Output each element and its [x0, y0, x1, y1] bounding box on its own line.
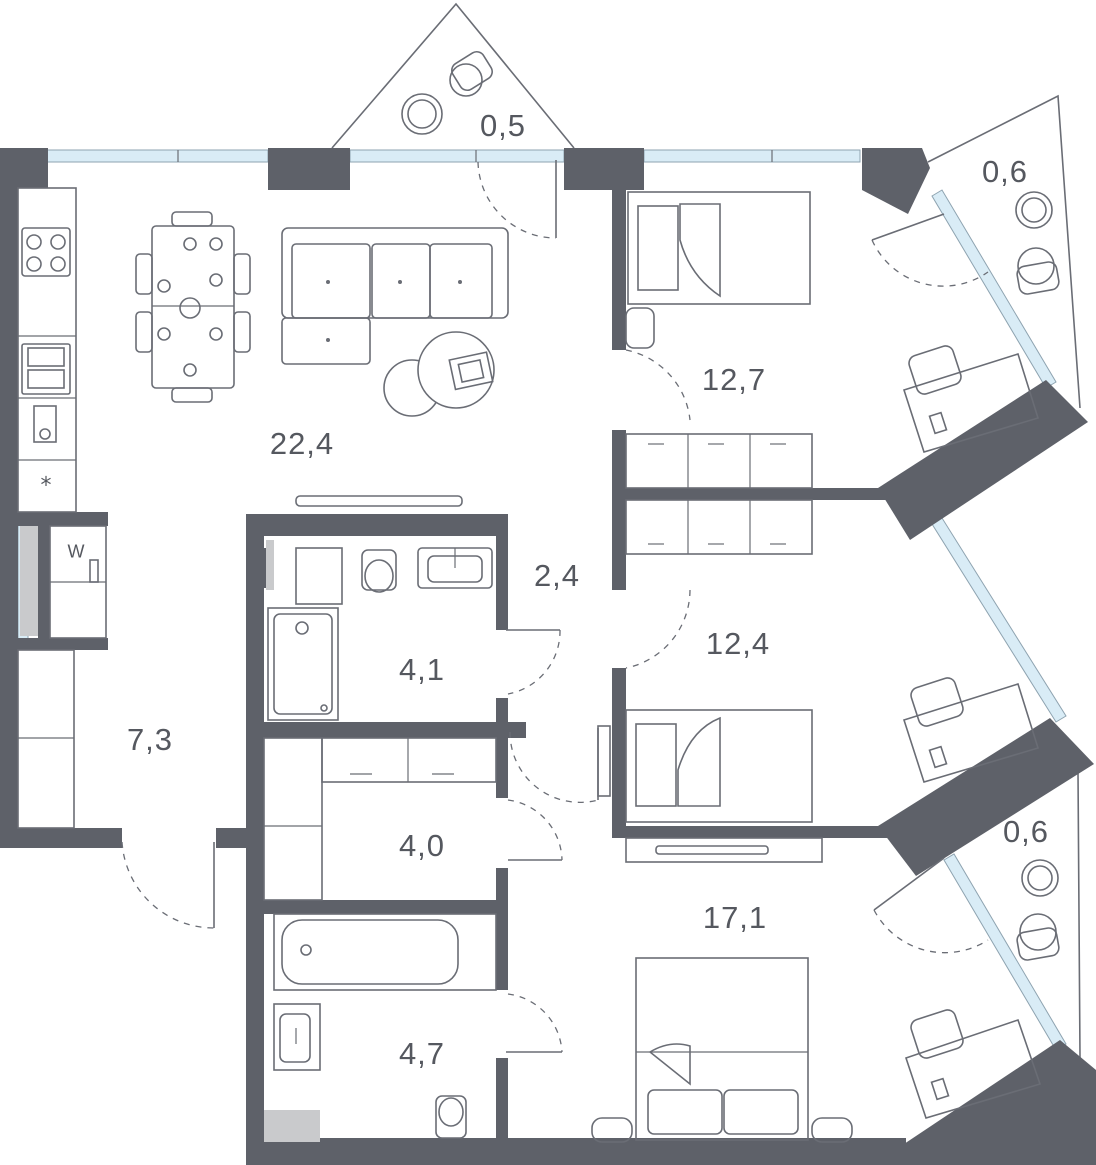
- desk-top: [902, 345, 1040, 453]
- tv-stand-bedroom: [625, 837, 823, 863]
- area-label-bathroom-bottom: 4,7: [398, 1036, 446, 1071]
- balcony-rt-furniture: [1015, 191, 1060, 295]
- bed-middle: [597, 709, 813, 823]
- area-label-corridor: 2,4: [533, 558, 581, 593]
- area-label-bedroom-middle: 12,4: [705, 626, 771, 661]
- balcony-top-furniture: [401, 50, 493, 135]
- bathroom-top-fixtures: [267, 547, 493, 721]
- washer-niche: [49, 525, 107, 639]
- area-label-balcony-right-bottom: 0,6: [1002, 814, 1050, 849]
- storage-shelves: [263, 737, 497, 901]
- hall-wardrobe: [17, 649, 75, 829]
- walls: [0, 148, 1096, 1165]
- wardrobe-middle: [625, 499, 813, 555]
- dining-table: [135, 211, 251, 403]
- area-label-bedroom-bottom: 17,1: [702, 900, 768, 935]
- area-label-hall: 7,3: [126, 722, 174, 757]
- bed-top: [625, 191, 811, 349]
- balcony-rb-furniture: [1016, 859, 1060, 961]
- area-label-living-kitchen: 22,4: [269, 426, 335, 461]
- area-label-bathroom-top: 4,1: [398, 652, 446, 687]
- wardrobe-top: [625, 433, 813, 489]
- sofa: [281, 227, 509, 417]
- bed-bottom: [591, 957, 853, 1143]
- windows: [17, 149, 1067, 1051]
- balcony-right-top: [927, 94, 1081, 409]
- balcony-top: [331, 2, 575, 149]
- area-label-bedroom-top: 12,7: [701, 362, 767, 397]
- washer-label: W: [67, 541, 85, 562]
- fridge-icon: *: [40, 473, 52, 499]
- area-label-balcony-top: 0,5: [479, 108, 527, 143]
- desk-bottom: [904, 1009, 1042, 1119]
- area-label-storage: 4,0: [398, 828, 446, 863]
- bathroom-bottom-fixtures: [273, 913, 497, 1139]
- tv-stand-living: [295, 495, 463, 507]
- area-label-balcony-right-top: 0,6: [981, 154, 1029, 189]
- desk-middle: [902, 677, 1040, 783]
- kitchen-counter: [17, 187, 77, 513]
